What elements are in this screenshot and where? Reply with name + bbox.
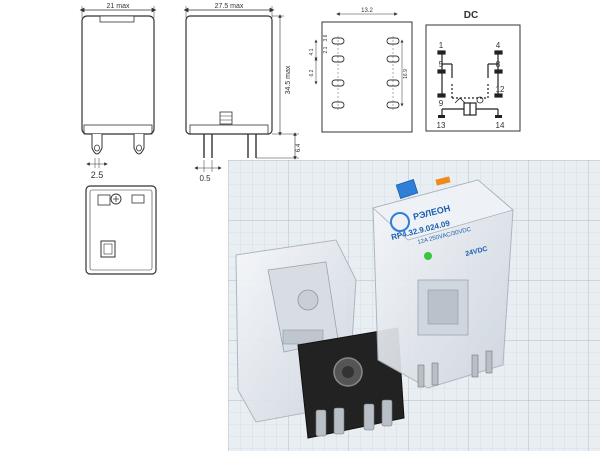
pin-12-label: 12: [496, 85, 505, 94]
front-view: 21 max 2.5: [79, 3, 157, 180]
pin-pitch-left-a: 4.1: [309, 48, 315, 55]
photo-canvas: РЭЛЕОН RP4.32.9.024.09 12A 250VAC/30VDC …: [228, 160, 600, 451]
pin-13-label: 13: [437, 121, 446, 130]
pin-pitch-left-b: 6.2: [309, 69, 315, 76]
pin-pitch-label: 2.5: [91, 170, 104, 180]
orange-tab: [435, 176, 451, 186]
pin-pitch-side-b: 2.1: [323, 46, 329, 53]
side-width-label: 27.5 max: [215, 3, 244, 10]
pin-14-label: 14: [496, 121, 505, 130]
pin-8-label: 8: [496, 60, 501, 69]
bottom-view: [85, 185, 157, 275]
pin-4-label: 4: [496, 41, 501, 50]
relay-photo: РЭЛЕОН RP4.32.9.024.09 12A 250VAC/30VDC …: [228, 160, 600, 451]
test-button: [395, 179, 419, 199]
pin-length-label: 6.4: [296, 143, 302, 152]
schematic: DC 1 4: [425, 10, 521, 132]
pin-width-label: 0.5: [199, 174, 211, 183]
side-height-label: 34.5 max: [285, 65, 292, 94]
status-led: [424, 252, 432, 260]
right-relay: РЭЛЕОН RP4.32.9.024.09 12A 250VAC/30VDC …: [372, 176, 514, 389]
schematic-title: DC: [464, 10, 478, 21]
pin-9-label: 9: [439, 99, 444, 108]
brand-logo: [390, 212, 410, 232]
pin-1-label: 1: [439, 41, 444, 50]
pin-pitch-side-a: 3.6: [323, 34, 329, 41]
side-view: 27.5 max 34.5 max 6.4 0.5: [183, 3, 302, 183]
pin-pitch-right: 16.9: [403, 69, 409, 79]
pin-layout: 13.2 4.1 6.2 3.6 2.1 16.9: [309, 8, 413, 133]
pin-5-label: 5: [439, 60, 444, 69]
pin-pitch-top-label: 13.2: [361, 8, 373, 14]
front-width-label: 21 max: [107, 3, 130, 10]
